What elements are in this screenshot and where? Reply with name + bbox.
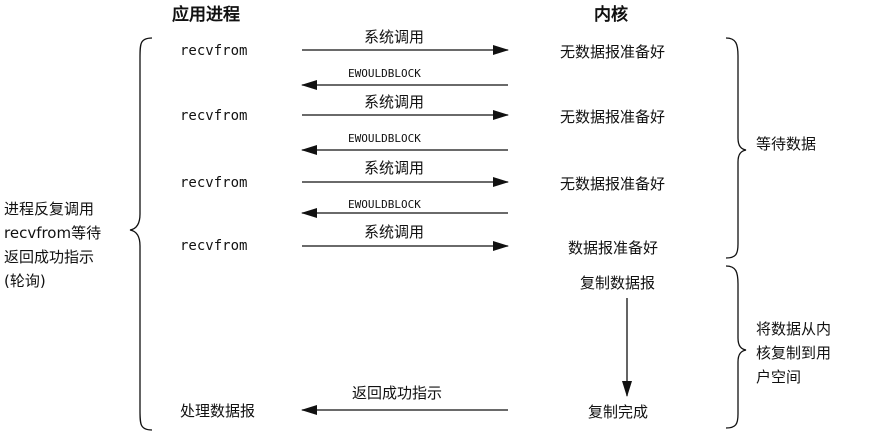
left-polling-note: 进程反复调用 recvfrom等待 返回成功指示 (轮询) bbox=[4, 197, 101, 293]
recvfrom-call-2: recvfrom bbox=[180, 108, 248, 124]
left-note-line-3: 返回成功指示 bbox=[4, 248, 95, 266]
left-note-line-2: recvfrom等待 bbox=[4, 224, 102, 242]
kernel-no-datagram-1: 无数据报准备好 bbox=[560, 43, 666, 61]
syscall-label-1: 系统调用 bbox=[364, 28, 425, 46]
copy-note-line-2: 核复制到用 bbox=[756, 344, 832, 362]
kernel-no-datagram-3: 无数据报准备好 bbox=[560, 175, 666, 193]
copy-note-line-1: 将数据从内 bbox=[756, 320, 832, 338]
copy-note-line-3: 户空间 bbox=[756, 368, 802, 386]
kernel-copy-datagram: 复制数据报 bbox=[580, 274, 656, 292]
ewouldblock-label-2: EWOULDBLOCK bbox=[348, 132, 421, 145]
recvfrom-call-3: recvfrom bbox=[180, 175, 248, 191]
ewouldblock-label-3: EWOULDBLOCK bbox=[348, 198, 421, 211]
kernel-copy-complete: 复制完成 bbox=[588, 403, 649, 421]
left-brace bbox=[129, 37, 153, 431]
kernel-header: 内核 bbox=[594, 5, 628, 25]
syscall-label-4: 系统调用 bbox=[364, 223, 425, 241]
syscall-label-3: 系统调用 bbox=[364, 159, 425, 177]
recvfrom-call-1: recvfrom bbox=[180, 43, 248, 59]
left-note-line-1: 进程反复调用 bbox=[4, 200, 95, 218]
kernel-datagram-ready: 数据报准备好 bbox=[568, 239, 659, 257]
process-datagram-label: 处理数据报 bbox=[180, 402, 256, 420]
left-note-line-4: (轮询) bbox=[4, 272, 46, 290]
app-process-header: 应用进程 bbox=[172, 5, 240, 25]
recvfrom-call-4: recvfrom bbox=[180, 238, 248, 254]
wait-for-data-label: 等待数据 bbox=[756, 135, 817, 153]
return-success-label: 返回成功指示 bbox=[352, 384, 443, 402]
copy-to-user-note: 将数据从内 核复制到用 户空间 bbox=[756, 317, 831, 389]
kernel-no-datagram-2: 无数据报准备好 bbox=[560, 108, 666, 126]
copy-brace bbox=[725, 265, 747, 429]
wait-brace bbox=[725, 37, 747, 259]
syscall-label-2: 系统调用 bbox=[364, 93, 425, 111]
ewouldblock-label-1: EWOULDBLOCK bbox=[348, 67, 421, 80]
